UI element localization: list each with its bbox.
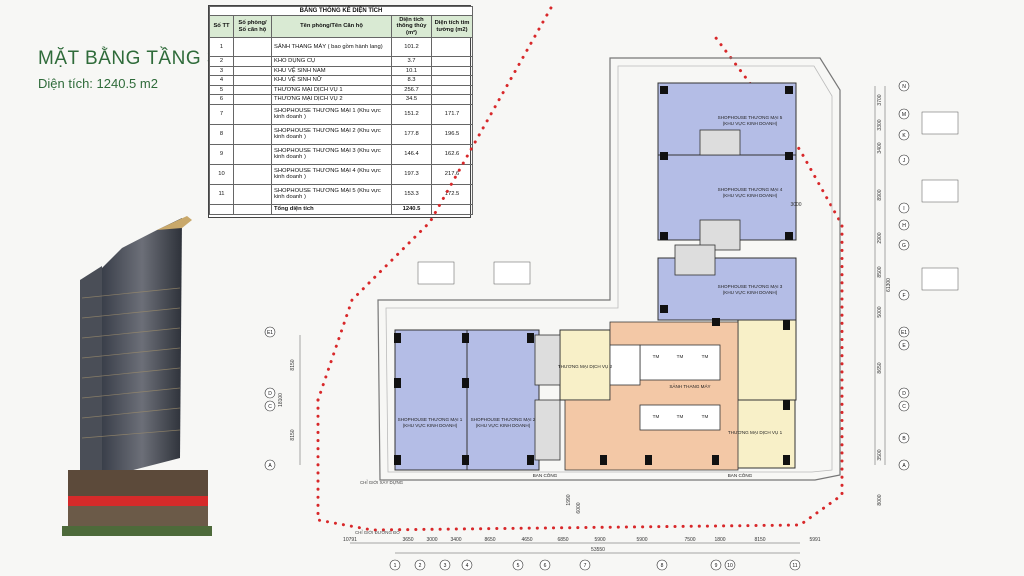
column-header: Số TT — [209, 15, 234, 38]
grid-axis-bubble: D — [902, 391, 906, 397]
shophouse-5-label: SHOPHOUSE THƯƠNG MẠI 5 — [718, 115, 783, 120]
grid-axis-bubble: 1 — [394, 563, 397, 569]
dimension-label: 1800 — [714, 537, 725, 543]
dimension-label: 1990 — [566, 494, 572, 505]
grid-axis-bubble: E1 — [901, 330, 907, 336]
shophouse-4-label: SHOPHOUSE THƯƠNG MẠI 4 — [718, 187, 783, 192]
grid-axis-bubble: E1 — [267, 330, 273, 336]
grid-axis-bubble: 4 — [466, 563, 469, 569]
column-header: Tên phòng/Tên Căn hộ — [271, 15, 392, 38]
shophouse-2-sublabel: (KHU VỰC KINH DOANH) — [476, 423, 531, 428]
dimension-label: 3400 — [450, 537, 461, 543]
dimension-label: 8150 — [290, 429, 296, 440]
overall-dimension: 53550 — [591, 547, 605, 553]
dimension-label: 5000 — [877, 306, 883, 317]
elevator-label: TM — [653, 354, 660, 359]
grid-axis-bubble: 2 — [419, 563, 422, 569]
dimension-label: 3500 — [877, 449, 883, 460]
grid-axis-bubble: B — [902, 436, 906, 442]
table-total-row: Tổng diện tích 1240.5 — [209, 203, 474, 215]
grid-axis-bubble: A — [268, 463, 272, 469]
grid-axis-bubble: J — [903, 158, 906, 164]
grid-axis-bubble: F — [902, 293, 905, 299]
dimension-label: 5991 — [809, 537, 820, 543]
dimension-label: 5900 — [594, 537, 605, 543]
dimension-label: 8900 — [877, 189, 883, 200]
grid-axis-bubble: G — [902, 243, 906, 249]
elevator-label: TM — [702, 414, 709, 419]
grid-axis-bubble: 8 — [661, 563, 664, 569]
area-statistics-table: BẢNG THỐNG KÊ DIỆN TÍCH Số TT Số phòng/ … — [208, 5, 474, 218]
dimension-label: 3000 — [426, 537, 437, 543]
overall-left-dimension: 10791 — [343, 537, 357, 543]
grid-axis-bubble: 6 — [544, 563, 547, 569]
tower-rendering-image — [62, 216, 212, 536]
elevator-label: TM — [653, 414, 660, 419]
grid-axis-bubble: E — [902, 343, 906, 349]
road-boundary-label: CHỈ GIỚI ĐƯỜNG ĐỎ — [355, 530, 400, 535]
grid-axis-bubble: I — [903, 206, 904, 212]
tmdv-2-label: THƯƠNG MẠI DỊCH VỤ 2 — [558, 364, 613, 369]
elevator-label: TM — [677, 414, 684, 419]
elevator-label: TM — [702, 354, 709, 359]
dimension-label: 6850 — [557, 537, 568, 543]
dimension-label: 8150 — [754, 537, 765, 543]
dimension-label: 3700 — [877, 94, 883, 105]
dimension-label: 3400 — [877, 142, 883, 153]
setback-line-label: CHỈ GIỚI XÂY DỰNG — [360, 480, 404, 485]
grid-axis-bubble: A — [902, 463, 906, 469]
dimension-label: 61300 — [886, 278, 892, 292]
grid-axis-bubble: 10 — [727, 563, 733, 569]
dimension-label: 3650 — [402, 537, 413, 543]
grid-axis-bubble: 5 — [517, 563, 520, 569]
dimension-label: 8150 — [290, 359, 296, 370]
dimension-label: 8650 — [877, 362, 883, 373]
table-row: 7 SHOPHOUSE THƯƠNG MẠI 1 (Khu vực kinh d… — [209, 103, 474, 125]
grid-axis-bubble: D — [268, 391, 272, 397]
dimension-label: 4650 — [521, 537, 532, 543]
floor-plan-drawing: SHOPHOUSE THƯƠNG MẠI 1 (KHU VỰC KINH DOA… — [264, 4, 959, 571]
dimension-label: 7500 — [684, 537, 695, 543]
shophouse-5-sublabel: (KHU VỰC KINH DOANH) — [723, 121, 778, 126]
grid-axis-bubble: H — [902, 223, 906, 229]
shophouse-3-sublabel: (KHU VỰC KINH DOANH) — [723, 290, 778, 295]
grid-axis-bubble: 3 — [444, 563, 447, 569]
elevator-label: TM — [677, 354, 684, 359]
top-dimension: 3000 — [790, 202, 801, 208]
grid-axis-bubble: 11 — [792, 563, 797, 569]
grid-axis-bubble: M — [902, 112, 906, 118]
dimension-label: 2900 — [877, 232, 883, 243]
table-row: 8 SHOPHOUSE THƯƠNG MẠI 2 (Khu vực kinh d… — [209, 123, 474, 145]
table-row: 1 SẢNH THANG MÁY ( bao gồm hành lang)101… — [209, 37, 474, 57]
dimension-label: 5900 — [636, 537, 647, 543]
shophouse-3-label: SHOPHOUSE THƯƠNG MẠI 3 — [718, 284, 783, 289]
grid-axis-bubble: C — [268, 404, 272, 410]
elevator-lobby-label: SẢNH THANG MÁY — [669, 383, 710, 389]
grid-axis-bubble: K — [902, 133, 906, 139]
floor-area-label: Diện tích: 1240.5 m2 — [38, 76, 158, 91]
dimension-label: 6000 — [576, 502, 582, 513]
grid-axis-bubble: 7 — [584, 563, 587, 569]
grid-axis-bubble: N — [902, 84, 906, 90]
dimension-label: 3300 — [877, 119, 883, 130]
balcony-label: BAN CÔNG — [533, 472, 558, 478]
dimension-label: 8650 — [484, 537, 495, 543]
shophouse-1-label: SHOPHOUSE THƯƠNG MẠI 1 — [398, 417, 463, 422]
table-row: 10 SHOPHOUSE THƯƠNG MẠI 4 (Khu vực kinh … — [209, 163, 474, 185]
column-header: Diện tích thông thủy (m²) — [391, 15, 432, 38]
grid-axis-bubble: 9 — [715, 563, 718, 569]
dimension-label: 18100 — [278, 393, 284, 407]
dimension-label: 8000 — [877, 494, 883, 505]
page-title: MẶT BẰNG TẦNG 3 — [38, 48, 218, 69]
shophouse-4-sublabel: (KHU VỰC KINH DOANH) — [723, 193, 778, 198]
balcony-label: BAN CÔNG — [728, 472, 753, 478]
table-row: 11 SHOPHOUSE THƯƠNG MẠI 5 (Khu vực kinh … — [209, 183, 474, 205]
column-header: Diện tích tim tường (m2) — [430, 15, 474, 38]
shophouse-2-label: SHOPHOUSE THƯƠNG MẠI 2 — [471, 417, 536, 422]
shophouse-1-sublabel: (KHU VỰC KINH DOANH) — [403, 423, 458, 428]
grid-axis-bubble: C — [902, 404, 906, 410]
dimension-label: 8500 — [877, 266, 883, 277]
tmdv-1-label: THƯƠNG MẠI DỊCH VỤ 1 — [728, 430, 783, 435]
